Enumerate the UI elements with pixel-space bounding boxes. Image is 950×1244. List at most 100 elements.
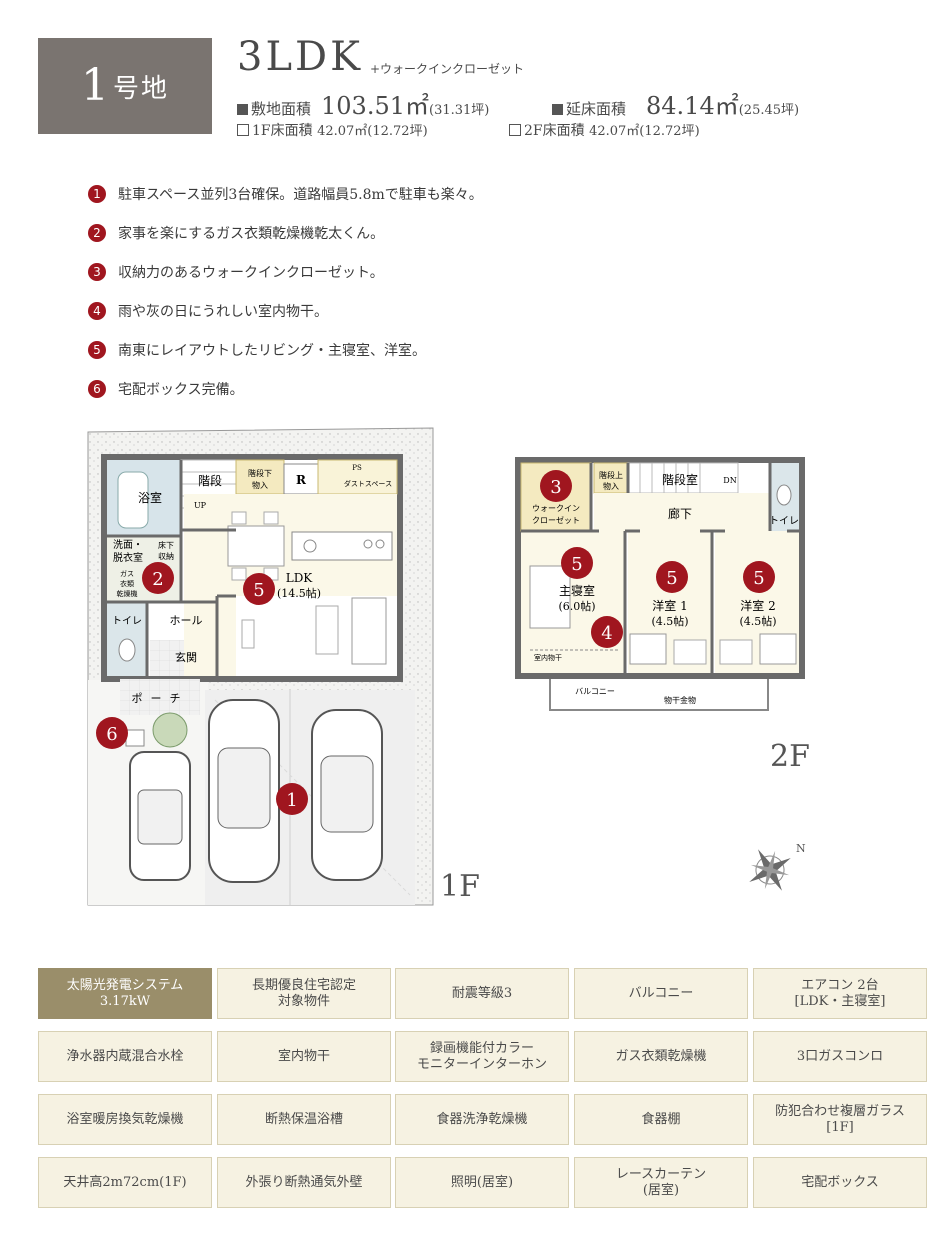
label-master-1: 主寝室 — [559, 583, 595, 598]
label-indoor-dry: 室内物干 — [534, 653, 562, 662]
kitchen-counter — [291, 531, 393, 561]
plan-subtitle: +ウォークインクローゼット — [370, 62, 525, 76]
plan-type: 3LDK — [237, 34, 363, 80]
spec-item: バルコニー — [574, 968, 748, 1019]
svg-text:2: 2 — [152, 569, 163, 590]
label-stair-room: 階段室 — [662, 472, 698, 487]
balcony — [549, 675, 769, 711]
desk-icon-1 — [673, 639, 707, 665]
car-icon-1 — [129, 751, 191, 881]
empty-square-icon — [509, 124, 521, 136]
lot-number: 1 — [80, 60, 109, 111]
filled-square-icon — [552, 104, 563, 115]
lot-number-badge: 1 号地 — [38, 38, 212, 134]
floor-label-2f: 2F — [770, 739, 810, 774]
marker-1f-6: 6 — [96, 717, 128, 749]
tree-icon — [152, 712, 188, 748]
label-gas-2: 衣類 — [120, 579, 134, 588]
label-toilet-2f: トイレ — [769, 516, 799, 527]
label-dust: ダストスペース — [344, 479, 392, 488]
number-marker: 5 — [88, 340, 106, 359]
spec-item: 照明(居室) — [395, 1157, 569, 1208]
floor2-area: 2F床面積 42.07㎡(12.72坪) — [509, 120, 700, 140]
label-fridge: R — [296, 473, 307, 487]
svg-text:1: 1 — [286, 790, 297, 811]
bed-icon-master — [529, 565, 571, 629]
filled-square-icon — [237, 104, 248, 115]
desk-icon-2 — [719, 639, 753, 665]
sofa-icon — [351, 597, 387, 665]
label-gas-3: 乾燥機 — [117, 589, 138, 598]
spec-item: 浴室暖房換気乾燥機 — [38, 1094, 212, 1145]
label-entrance: 玄関 — [175, 650, 197, 664]
bed-icon-1 — [629, 633, 667, 665]
bathtub-icon — [117, 471, 149, 529]
spec-item: 食器棚 — [574, 1094, 748, 1145]
spec-item: 長期優良住宅認定 対象物件 — [217, 968, 391, 1019]
storage-2f — [593, 462, 629, 494]
marker-2f-4: 4 — [591, 616, 623, 648]
label-wic-1: ウォークイン — [532, 504, 580, 513]
number-marker: 1 — [88, 184, 106, 203]
label-western1-1: 洋室 1 — [652, 598, 687, 613]
label-gas-1: ガス — [120, 569, 134, 578]
label-floor-storage-1: 床下 — [158, 540, 174, 550]
compass-icon — [749, 849, 791, 891]
spec-item: 食器洗浄乾燥機 — [395, 1094, 569, 1145]
floor-label-1f: 1F — [440, 869, 480, 904]
marker-2f-3: 3 — [540, 470, 572, 502]
spec-item: 耐震等級3 — [395, 968, 569, 1019]
label-bath: 浴室 — [138, 490, 162, 505]
spec-item: 宅配ボックス — [753, 1157, 927, 1208]
label-western1-2: (4.5帖) — [651, 615, 688, 628]
spec-item: エアコン 2台 [LDK・主寝室] — [753, 968, 927, 1019]
toilet-icon-2f — [776, 484, 792, 506]
empty-square-icon — [237, 124, 249, 136]
spec-item: 防犯合わせ複層ガラス [1F] — [753, 1094, 927, 1145]
svg-text:5: 5 — [666, 568, 677, 589]
label-under-stair-2: 物入 — [252, 480, 268, 490]
floor1-area: 1F床面積 42.07㎡(12.72坪) — [237, 120, 428, 140]
marker-1f-2: 2 — [142, 562, 174, 594]
label-floor-storage-2: 収納 — [158, 551, 174, 561]
bed-icon-2 — [759, 633, 797, 665]
label-ps: PS — [352, 464, 362, 472]
fridge-icon — [283, 463, 319, 495]
tv-stand — [241, 619, 255, 649]
svg-text:5: 5 — [571, 554, 582, 575]
spec-item: レースカーテン (居室) — [574, 1157, 748, 1208]
label-wash-1: 洗面・ — [113, 539, 143, 551]
car-icon-3 — [311, 709, 383, 881]
number-marker: 6 — [88, 379, 106, 398]
spec-item: 室内物干 — [217, 1031, 391, 1082]
label-stairs: 階段 — [198, 473, 222, 488]
label-ldk-1: LDK — [286, 571, 314, 585]
marker-2f-5-master: 5 — [561, 547, 593, 579]
label-master-2: (6.0帖) — [558, 600, 595, 613]
corridor — [594, 493, 770, 531]
spec-item: 浄水器内蔵混合水栓 — [38, 1031, 212, 1082]
spec-item: 外張り断熱通気外壁 — [217, 1157, 391, 1208]
label-storage-2f-2: 物入 — [603, 481, 619, 491]
label-hall: ホール — [170, 614, 203, 627]
label-porch: ポーチ — [132, 692, 189, 705]
car-icon-2 — [208, 699, 280, 883]
spec-item: ガス衣類乾燥機 — [574, 1031, 748, 1082]
porch — [120, 679, 200, 715]
spec-item: 3口ガスコンロ — [753, 1031, 927, 1082]
svg-text:5: 5 — [753, 568, 764, 589]
label-western2-1: 洋室 2 — [740, 598, 775, 613]
label-dry-hardware: 物干金物 — [664, 695, 696, 705]
toilet-icon — [118, 638, 136, 662]
label-western2-2: (4.5帖) — [739, 615, 776, 628]
label-corridor: 廊下 — [668, 506, 692, 521]
number-marker: 4 — [88, 301, 106, 320]
